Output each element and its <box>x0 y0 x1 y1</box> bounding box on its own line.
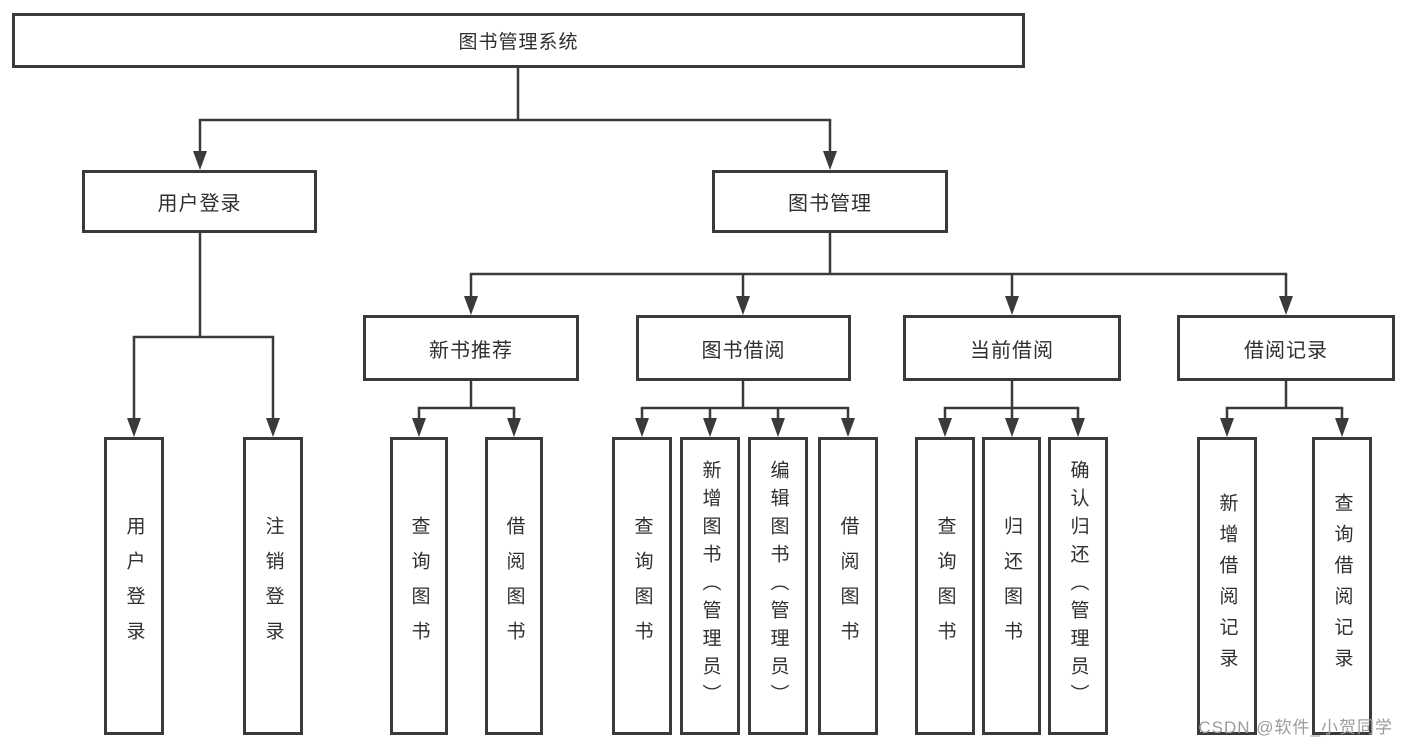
node-borrow-records: 借阅记录 <box>1177 315 1395 381</box>
leaf-return-book: 归还图书 <box>982 437 1041 735</box>
node-user-login: 用户登录 <box>82 170 317 233</box>
node-new-book-recommend: 新书推荐 <box>363 315 579 381</box>
leaf-add-borrow-record: 新增借阅记录 <box>1197 437 1257 735</box>
leaf-query-book-recommend: 查询图书 <box>390 437 448 735</box>
node-current-borrow: 当前借阅 <box>903 315 1121 381</box>
leaf-query-book-borrow: 查询图书 <box>612 437 672 735</box>
leaf-user-login: 用户登录 <box>104 437 164 735</box>
node-root-system: 图书管理系统 <box>12 13 1025 68</box>
leaf-edit-book-admin: 编辑图书（管理员） <box>748 437 808 735</box>
node-book-management: 图书管理 <box>712 170 948 233</box>
leaf-borrow-book-recommend: 借阅图书 <box>485 437 543 735</box>
node-book-borrow: 图书借阅 <box>636 315 851 381</box>
leaf-query-book-current: 查询图书 <box>915 437 975 735</box>
leaf-logout: 注销登录 <box>243 437 303 735</box>
leaf-confirm-return-admin: 确认归还（管理员） <box>1048 437 1108 735</box>
leaf-query-borrow-record: 查询借阅记录 <box>1312 437 1372 735</box>
leaf-borrow-book: 借阅图书 <box>818 437 878 735</box>
leaf-add-book-admin: 新增图书（管理员） <box>680 437 740 735</box>
csdn-watermark: CSDN @软件_小贺同学 <box>1198 718 1393 737</box>
